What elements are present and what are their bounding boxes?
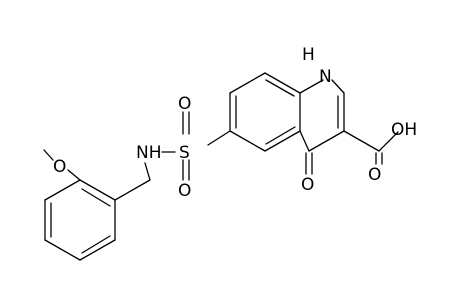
bond-ar-c5-c6 <box>79 239 116 261</box>
sulfonamide-nh-label: NH <box>136 143 162 163</box>
bond-c7-c6 <box>229 130 266 152</box>
bond-c3-cooh <box>343 130 380 152</box>
hydroxyl-label: OH <box>391 120 417 140</box>
bond-ar-o <box>67 169 81 181</box>
bond-c4a-c8a <box>264 72 301 94</box>
ring-nh-h-label: H <box>302 45 315 65</box>
bond-c6-c5 <box>264 130 301 152</box>
bond-o-ch3 <box>43 149 54 161</box>
methoxy-o-label: O <box>53 157 66 177</box>
bond-c3-c4 <box>308 130 345 152</box>
ring-n-label: N <box>319 67 332 87</box>
acid-carbonyl-o-label: O <box>368 165 381 185</box>
bond-c4a-c8a-inner <box>265 79 295 97</box>
bond-nh-ch2 <box>144 162 151 181</box>
bond-c8a-c8 <box>229 72 266 94</box>
bond-ar-c4-c5 <box>44 239 81 261</box>
keto-o-label: O <box>301 175 314 195</box>
bond-c8a-n1 <box>299 79 324 94</box>
bond-ar-c2-c3 <box>44 179 81 201</box>
bond-ar-c1-c2 <box>79 179 116 201</box>
bond-cooh-oh <box>378 131 399 152</box>
bond-c6-c5-inner <box>265 126 296 145</box>
bond-c4-c4a <box>299 130 310 152</box>
bond-ar-c1-c2-inner <box>81 188 111 207</box>
sulfur-label: S <box>179 143 190 163</box>
bond-ar-c5-c6-inner <box>81 235 111 254</box>
sulfonyl-o-bottom-label: O <box>178 181 191 201</box>
bond-ch2-aryl <box>114 179 151 201</box>
sulfonyl-o-top-label: O <box>178 94 191 114</box>
bond-n1-c2 <box>331 79 345 94</box>
bond-c6-s <box>207 130 231 146</box>
